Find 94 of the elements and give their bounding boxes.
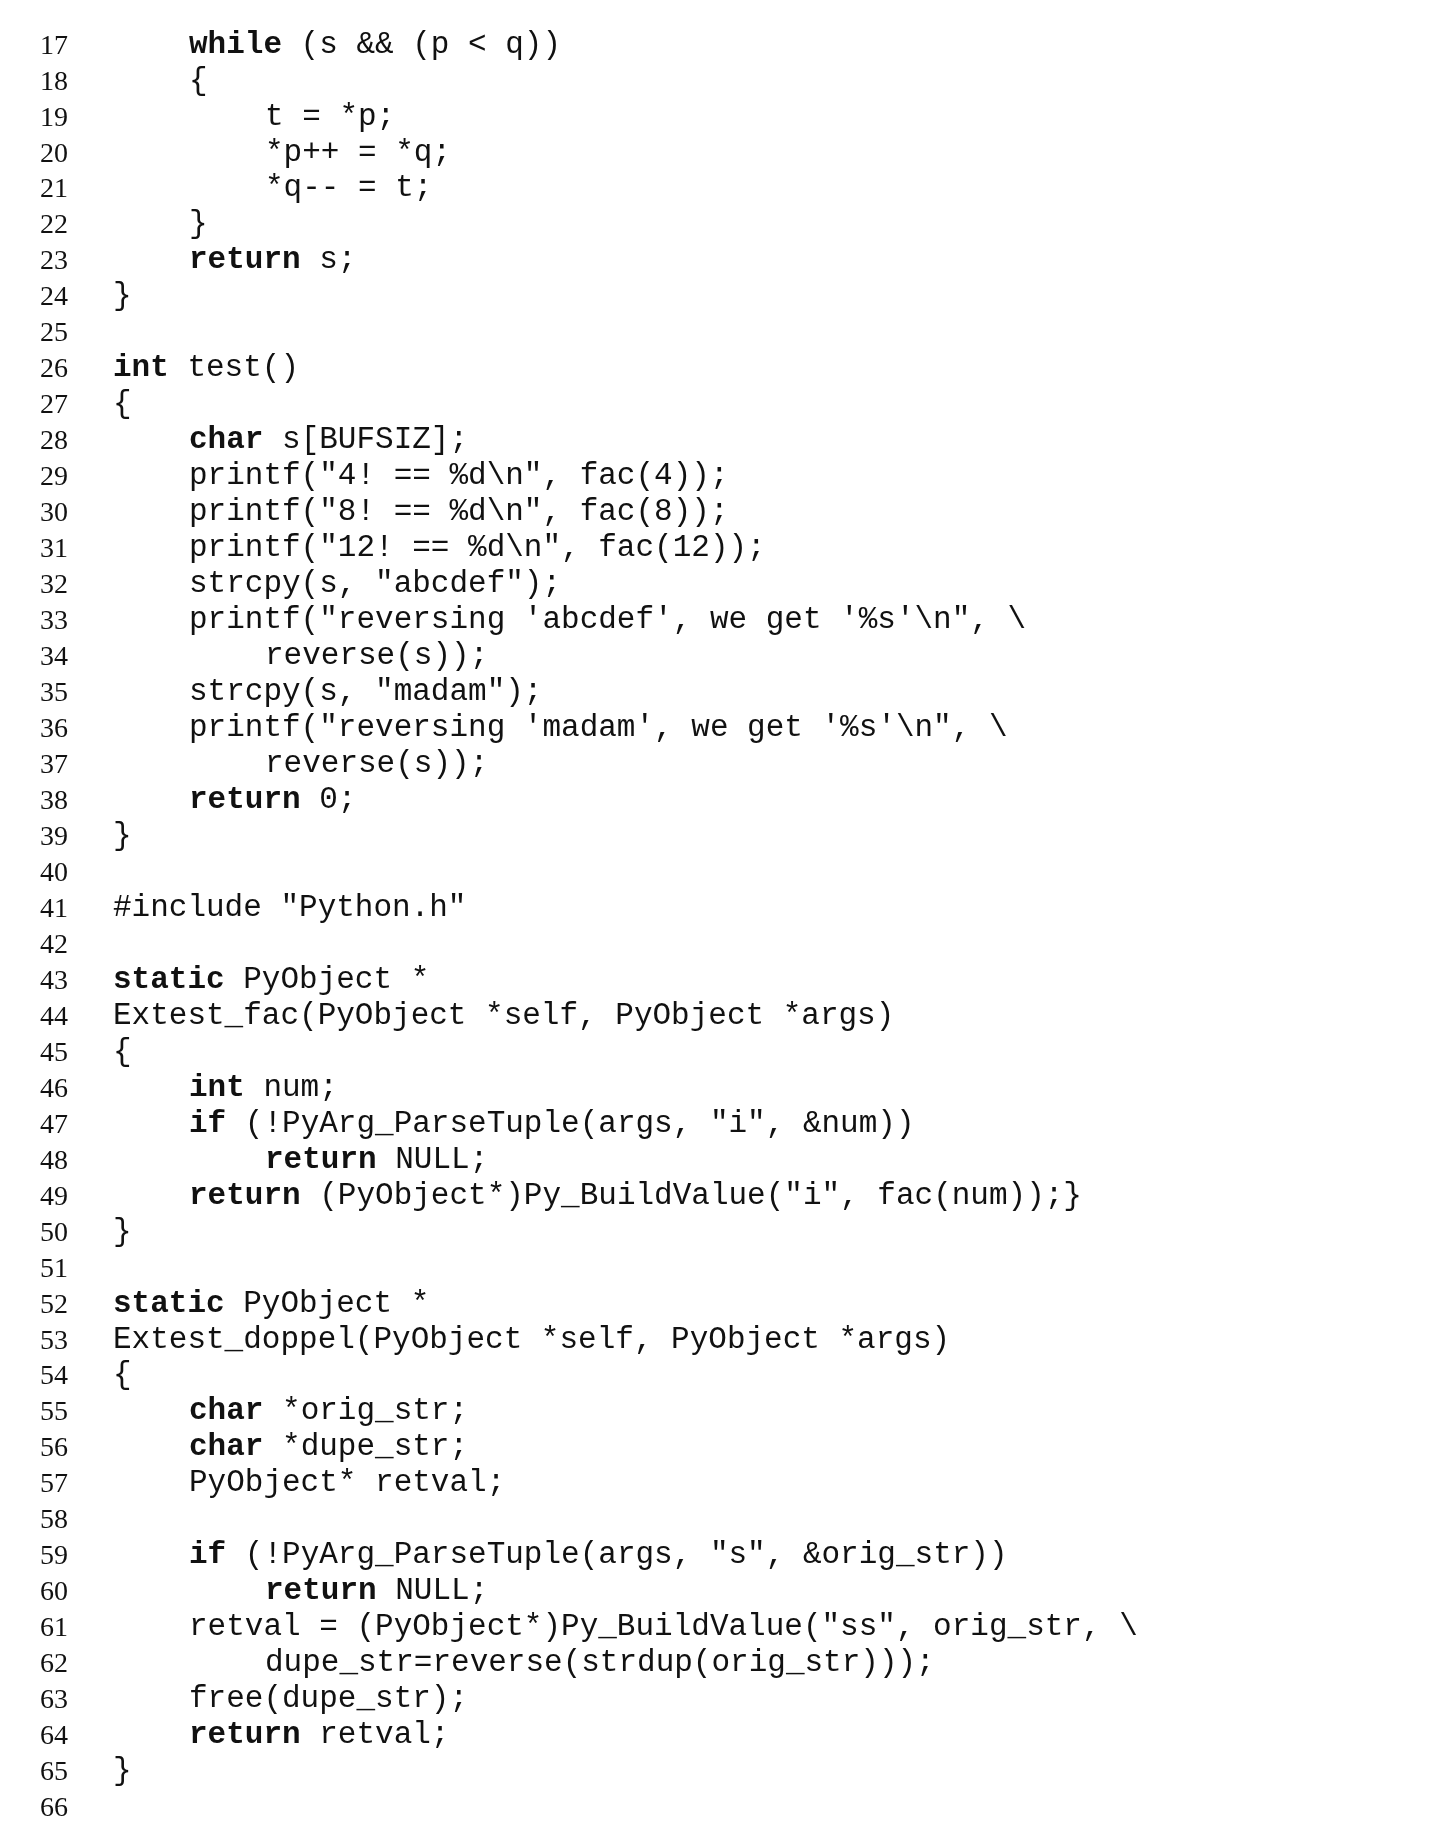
line-number: 61 (40, 1610, 68, 1645)
code-line: static PyObject * (113, 1286, 430, 1321)
code-line: char *dupe_str; (189, 1430, 469, 1465)
code-line: return NULL; (265, 1574, 489, 1609)
code-line: return 0; (189, 782, 357, 817)
line-number: 39 (40, 818, 68, 853)
code-line: *q-- = t; (265, 171, 433, 206)
line-number: 46 (40, 1070, 68, 1105)
code-line: Extest_doppel(PyObject *self, PyObject *args) (113, 1322, 951, 1357)
line-number: 64 (40, 1718, 68, 1753)
code-line: strcpy(s, "abcdef"); (189, 567, 562, 602)
line-number: 23 (40, 243, 68, 278)
line-number: 66 (40, 1790, 68, 1825)
code-line: char s[BUFSIZ]; (189, 423, 469, 458)
line-number: 17 (40, 27, 68, 62)
code-line: return NULL; (265, 1142, 489, 1177)
code-line: { (189, 63, 208, 98)
code-line: retval = (PyObject*)Py_BuildValue("ss", orig_str, \ (189, 1610, 1138, 1645)
code-line: } (113, 818, 132, 853)
code-line: dupe_str=reverse(strdup(orig_str))); (265, 1646, 935, 1681)
line-number: 55 (40, 1394, 68, 1429)
line-number: 47 (40, 1106, 68, 1141)
line-number: 52 (40, 1286, 68, 1321)
line-number: 28 (40, 423, 68, 458)
line-number: 62 (40, 1646, 68, 1681)
line-number: 50 (40, 1214, 68, 1249)
line-number: 57 (40, 1466, 68, 1501)
line-number: 34 (40, 639, 68, 674)
line-number: 49 (40, 1178, 68, 1213)
line-number: 25 (40, 315, 68, 350)
line-number: 32 (40, 567, 68, 602)
line-number: 48 (40, 1142, 68, 1177)
line-number: 26 (40, 351, 68, 386)
code-line: return retval; (189, 1718, 450, 1753)
code-line: } (113, 1214, 132, 1249)
line-number: 59 (40, 1538, 68, 1573)
code-line: static PyObject * (113, 962, 430, 997)
line-number: 51 (40, 1250, 68, 1285)
line-number: 22 (40, 207, 68, 242)
line-number: 44 (40, 998, 68, 1033)
line-number: 53 (40, 1322, 68, 1357)
line-number: 21 (40, 171, 68, 206)
code-line: } (113, 279, 132, 314)
line-number: 65 (40, 1754, 68, 1789)
code-line: t = *p; (265, 99, 396, 134)
line-number: 19 (40, 99, 68, 134)
code-line: return (PyObject*)Py_BuildValue("i", fac(num));} (189, 1178, 1082, 1213)
code-line: printf("4! == %d\n", fac(4)); (189, 459, 729, 494)
line-number: 30 (40, 495, 68, 530)
line-number: 18 (40, 63, 68, 98)
code-line: char *orig_str; (189, 1394, 469, 1429)
line-number: 58 (40, 1502, 68, 1537)
line-number: 38 (40, 782, 68, 817)
line-number: 54 (40, 1358, 68, 1393)
code-line: int num; (189, 1070, 338, 1105)
code-line: if (!PyArg_ParseTuple(args, "s", &orig_str)) (189, 1538, 1008, 1573)
code-line: } (189, 207, 208, 242)
code-line: while (s && (p < q)) (189, 27, 562, 62)
line-number: 60 (40, 1574, 68, 1609)
line-number: 24 (40, 279, 68, 314)
line-number: 40 (40, 854, 68, 889)
code-line: if (!PyArg_ParseTuple(args, "i", &num)) (189, 1106, 915, 1141)
code-line: reverse(s)); (265, 747, 489, 781)
code-line: PyObject* retval; (189, 1466, 506, 1501)
line-number: 42 (40, 926, 68, 961)
code-line: free(dupe_str); (189, 1682, 469, 1717)
code-line: } (113, 1754, 132, 1789)
line-number: 35 (40, 675, 68, 710)
code-line: { (113, 387, 132, 422)
code-line: printf("8! == %d\n", fac(8)); (189, 495, 729, 530)
line-number: 41 (40, 890, 68, 925)
line-number: 45 (40, 1034, 68, 1069)
line-number: 31 (40, 531, 68, 566)
code-line: printf("12! == %d\n", fac(12)); (189, 531, 766, 566)
line-number: 43 (40, 962, 68, 997)
code-line: strcpy(s, "madam"); (189, 675, 543, 710)
line-number: 56 (40, 1430, 68, 1465)
code-line: return s; (189, 243, 357, 278)
code-line: reverse(s)); (265, 639, 489, 674)
code-line: printf("reversing 'abcdef', we get '%s'\n", \ (189, 603, 1027, 638)
line-number: 27 (40, 387, 68, 422)
code-line: #include "Python.h" (113, 890, 467, 925)
code-line: *p++ = *q; (265, 135, 452, 170)
line-number: 33 (40, 603, 68, 638)
line-number: 20 (40, 135, 68, 170)
line-number: 29 (40, 459, 68, 494)
code-line: int test() (113, 351, 300, 386)
code-line: printf("reversing 'madam', we get '%s'\n", \ (189, 711, 1008, 745)
code-line: { (113, 1358, 132, 1393)
line-number: 36 (40, 711, 68, 745)
line-number: 63 (40, 1682, 68, 1717)
line-number: 37 (40, 747, 68, 781)
code-line: { (113, 1034, 132, 1069)
code-line: Extest_fac(PyObject *self, PyObject *args) (113, 998, 895, 1033)
